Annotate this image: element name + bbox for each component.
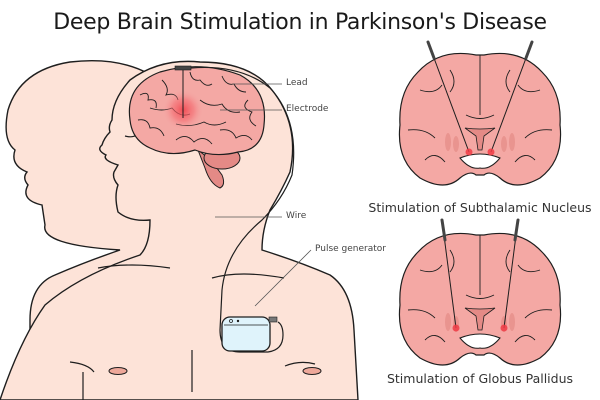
- extension-wire: [190, 66, 295, 353]
- stn-target-right: [487, 148, 495, 156]
- brain-lateral: [128, 66, 266, 189]
- coronal-brain-stn: [398, 40, 562, 186]
- caption-globus-pallidus: Stimulation of Globus Pallidus: [386, 371, 574, 386]
- burr-hole-cap: [174, 65, 192, 71]
- label-lead: Lead: [286, 78, 308, 88]
- label-wire: Wire: [286, 211, 307, 221]
- label-pulse-generator: Pulse generator: [315, 244, 387, 254]
- pulse-generator-device: [221, 316, 278, 352]
- gpi-target-left: [452, 324, 460, 332]
- diagram-title: Deep Brain Stimulation in Parkinson's Di…: [53, 10, 547, 35]
- stn-target-left: [465, 148, 473, 156]
- dbs-system: [174, 65, 312, 353]
- coronal-brain-gpi: [398, 218, 562, 366]
- gpi-target-right: [500, 324, 508, 332]
- label-electrode: Electrode: [286, 104, 329, 114]
- caption-subthalamic-nucleus: Stimulation of Subthalamic Nucleus: [368, 200, 592, 215]
